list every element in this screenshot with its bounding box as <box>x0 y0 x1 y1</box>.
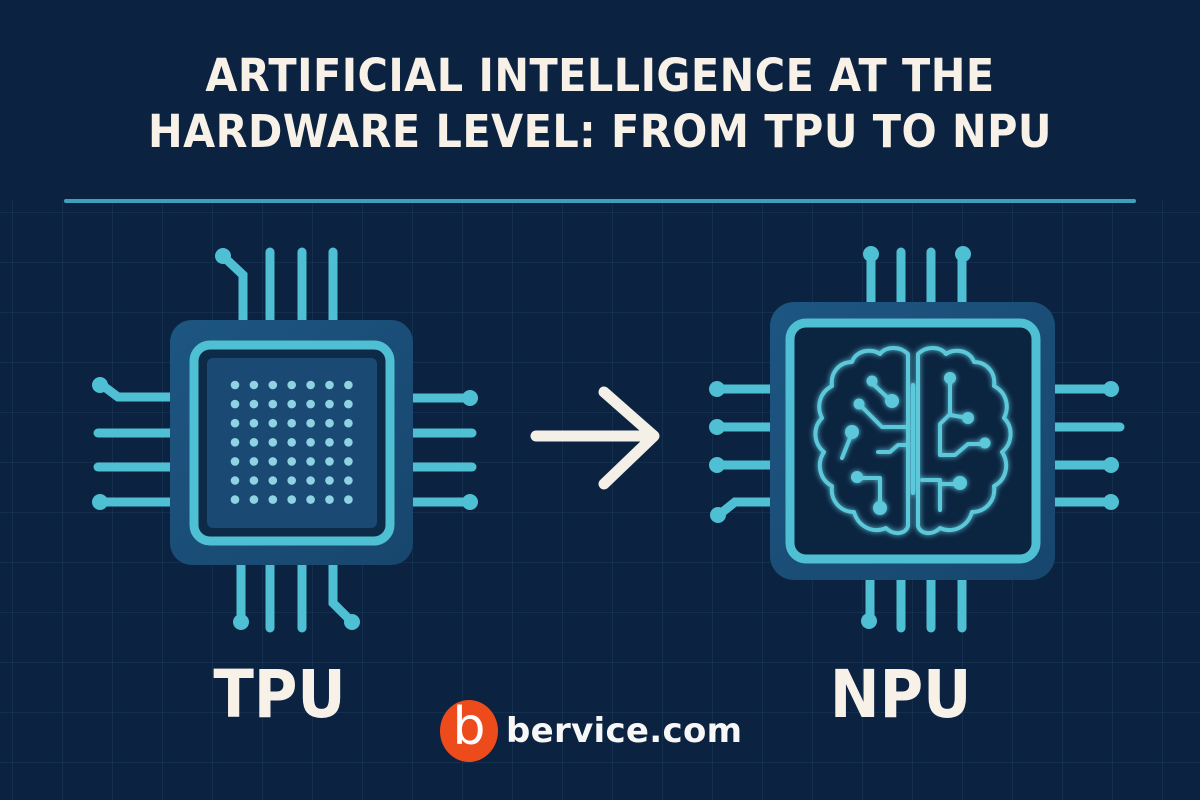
tpu-dot <box>306 418 315 428</box>
arrow-right-icon <box>530 386 660 490</box>
tpu-dot <box>230 438 240 447</box>
bervice-logo-mark-icon: b <box>440 700 498 762</box>
tpu-dot <box>249 399 259 409</box>
tpu-dot <box>268 380 278 390</box>
npu-label: NPU <box>829 656 972 733</box>
tpu-dot <box>287 418 297 428</box>
tpu-dot <box>287 380 297 390</box>
tpu-dot <box>287 457 297 466</box>
npu-chip-pins <box>709 246 1125 633</box>
tpu-dot <box>306 457 315 466</box>
tpu-dot <box>249 380 259 390</box>
tpu-dot <box>344 457 353 466</box>
tpu-dot <box>306 399 315 409</box>
tpu-dot <box>230 399 240 409</box>
title-divider <box>64 199 1136 203</box>
tpu-dot <box>268 418 278 428</box>
tpu-dot <box>325 399 334 409</box>
tpu-dot <box>287 495 297 504</box>
tpu-chip-icon <box>92 247 478 633</box>
title-line-2: HARDWARE LEVEL: FROM TPU TO NPU <box>148 105 1052 158</box>
tpu-dot <box>325 438 334 447</box>
brain-circuit-nodes <box>845 372 991 515</box>
tpu-dot <box>287 399 297 409</box>
tpu-dot <box>306 476 315 485</box>
tpu-dot <box>344 495 353 504</box>
tpu-dot <box>230 495 240 504</box>
tpu-dot <box>268 476 278 485</box>
tpu-dot <box>306 438 315 447</box>
tpu-dot <box>344 438 353 447</box>
tpu-dot <box>230 380 240 390</box>
tpu-dot <box>268 438 278 447</box>
tpu-label: TPU <box>213 656 346 733</box>
tpu-dot <box>268 399 278 409</box>
tpu-dot <box>306 495 315 504</box>
tpu-dot <box>344 418 353 428</box>
bervice-logo[interactable]: b bervice.com <box>440 700 742 762</box>
title-line-1: ARTIFICIAL INTELLIGENCE AT THE <box>205 49 995 102</box>
tpu-dot <box>306 380 315 390</box>
tpu-dot <box>325 495 334 504</box>
tpu-dot <box>249 438 259 447</box>
tpu-dot-grid <box>230 380 353 504</box>
tpu-dot <box>230 457 240 466</box>
tpu-dot <box>325 418 334 428</box>
tpu-dot <box>344 476 353 485</box>
tpu-dot <box>344 380 353 390</box>
tpu-dot <box>325 476 334 485</box>
tpu-dot <box>344 399 353 409</box>
tpu-dot <box>268 457 278 466</box>
tpu-dot <box>287 438 297 447</box>
tpu-dot <box>325 457 334 466</box>
tpu-dot <box>230 418 240 428</box>
bervice-logo-text: bervice.com <box>506 711 743 751</box>
page-title: ARTIFICIAL INTELLIGENCE AT THE HARDWARE … <box>48 48 1152 160</box>
tpu-dot <box>249 457 259 466</box>
tpu-dot <box>230 476 240 485</box>
tpu-dot <box>287 476 297 485</box>
tpu-dot <box>249 476 259 485</box>
tpu-dot <box>268 495 278 504</box>
tpu-dot <box>249 418 259 428</box>
tpu-dot <box>249 495 259 504</box>
tpu-dot <box>325 380 334 390</box>
